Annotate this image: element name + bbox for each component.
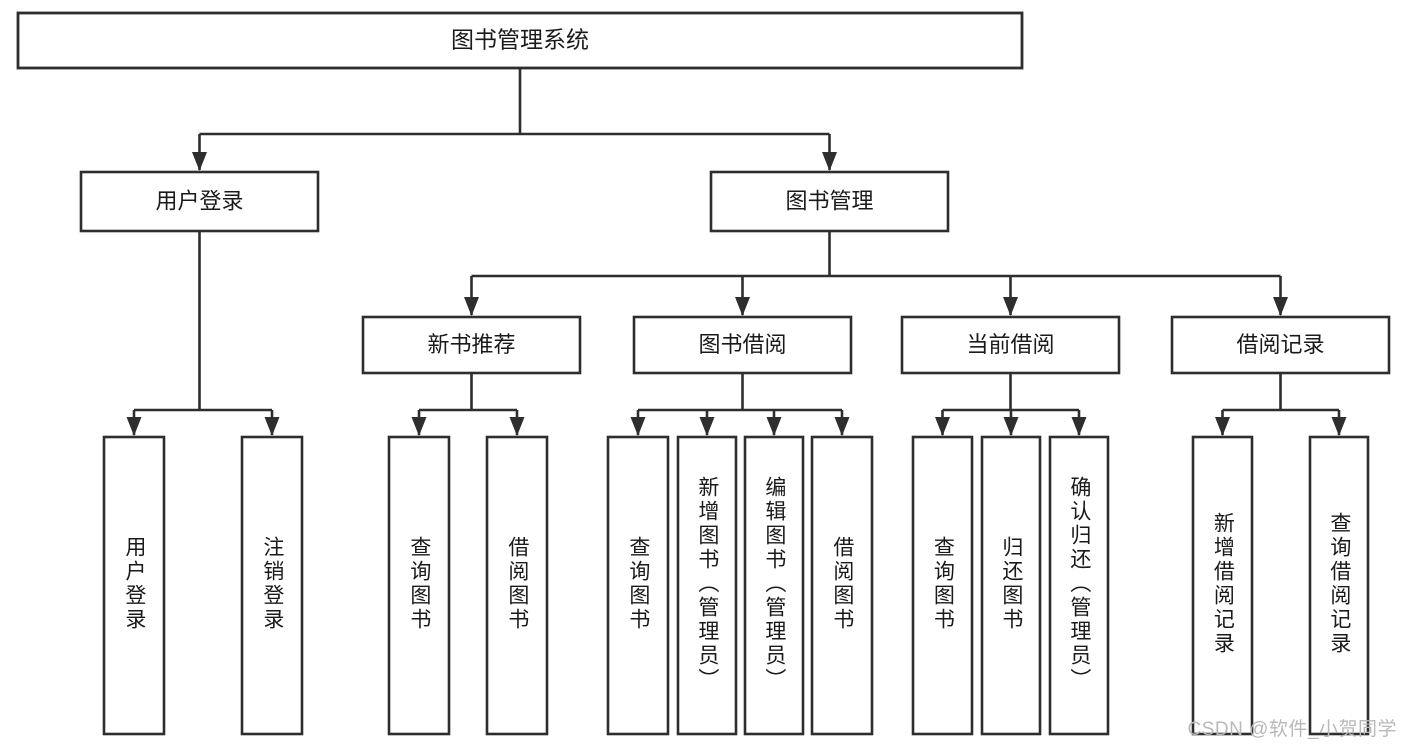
arrow-icon-leaf-query-book-2	[630, 417, 646, 436]
arrow-icon-new-book-rec	[464, 297, 479, 316]
arrow-icon-borrow-record	[1273, 297, 1288, 316]
node-box-book-borrow[interactable]	[632, 315, 853, 375]
node-label-user-login: 用户登录	[155, 188, 243, 213]
node-label-borrow-record: 借阅记录	[1236, 332, 1324, 357]
node-box-leaf-query-book-2[interactable]	[606, 435, 670, 736]
arrow-icon-leaf-add-record	[1215, 417, 1230, 436]
node-box-new-book-rec[interactable]	[361, 315, 582, 375]
arrow-icon-user-login	[192, 152, 207, 171]
arrow-icon-book-borrow	[735, 297, 750, 316]
node-box-leaf-query-book-3[interactable]	[911, 435, 974, 736]
arrow-icon-leaf-query-book-3	[935, 417, 950, 436]
arrow-icon-book-manage	[822, 152, 837, 171]
arrow-icon-leaf-query-record	[1331, 417, 1347, 436]
node-box-leaf-add-book[interactable]	[676, 435, 738, 736]
node-box-leaf-borrow-book-1[interactable]	[485, 435, 549, 736]
node-boxes	[16, 11, 1391, 736]
arrow-icon-leaf-user-login	[126, 417, 142, 436]
node-box-leaf-edit-book[interactable]	[743, 435, 805, 736]
node-box-leaf-confirm-return[interactable]	[1048, 435, 1110, 736]
node-box-user-login[interactable]	[79, 170, 320, 233]
node-box-root[interactable]	[16, 11, 1024, 70]
arrow-icon-leaf-borrow-book-1	[509, 417, 525, 436]
node-box-leaf-query-book-1[interactable]	[387, 435, 451, 736]
arrow-icon-leaf-return-book	[1003, 417, 1019, 436]
node-label-book-borrow: 图书借阅	[698, 332, 786, 357]
node-label-book-manage: 图书管理	[785, 188, 873, 213]
node-label-current-borrow: 当前借阅	[966, 332, 1054, 357]
node-box-leaf-add-record[interactable]	[1191, 435, 1254, 736]
arrow-icon-leaf-borrow-book-2	[834, 417, 850, 436]
arrow-icon-current-borrow	[1003, 297, 1018, 316]
node-box-leaf-user-login[interactable]	[102, 435, 166, 736]
arrow-icon-leaf-query-book-1	[411, 417, 427, 436]
node-box-leaf-return-book[interactable]	[980, 435, 1042, 736]
node-label-new-book-rec: 新书推荐	[427, 332, 515, 357]
node-box-current-borrow[interactable]	[900, 315, 1121, 375]
arrow-icon-leaf-add-book	[699, 417, 715, 436]
node-label-root: 图书管理系统	[451, 27, 589, 53]
watermark: CSDN @软件_小贺同学	[1187, 719, 1397, 740]
arrow-icon-leaf-confirm-return	[1071, 417, 1087, 436]
connector-lines	[126, 68, 1347, 436]
node-box-leaf-user-logout[interactable]	[240, 435, 304, 736]
node-box-borrow-record[interactable]	[1170, 315, 1391, 375]
node-box-book-manage[interactable]	[709, 170, 950, 233]
node-box-leaf-borrow-book-2[interactable]	[810, 435, 874, 736]
node-box-leaf-query-record[interactable]	[1308, 435, 1370, 736]
arrow-icon-leaf-edit-book	[766, 417, 782, 436]
arrow-icon-leaf-user-logout	[264, 417, 280, 436]
